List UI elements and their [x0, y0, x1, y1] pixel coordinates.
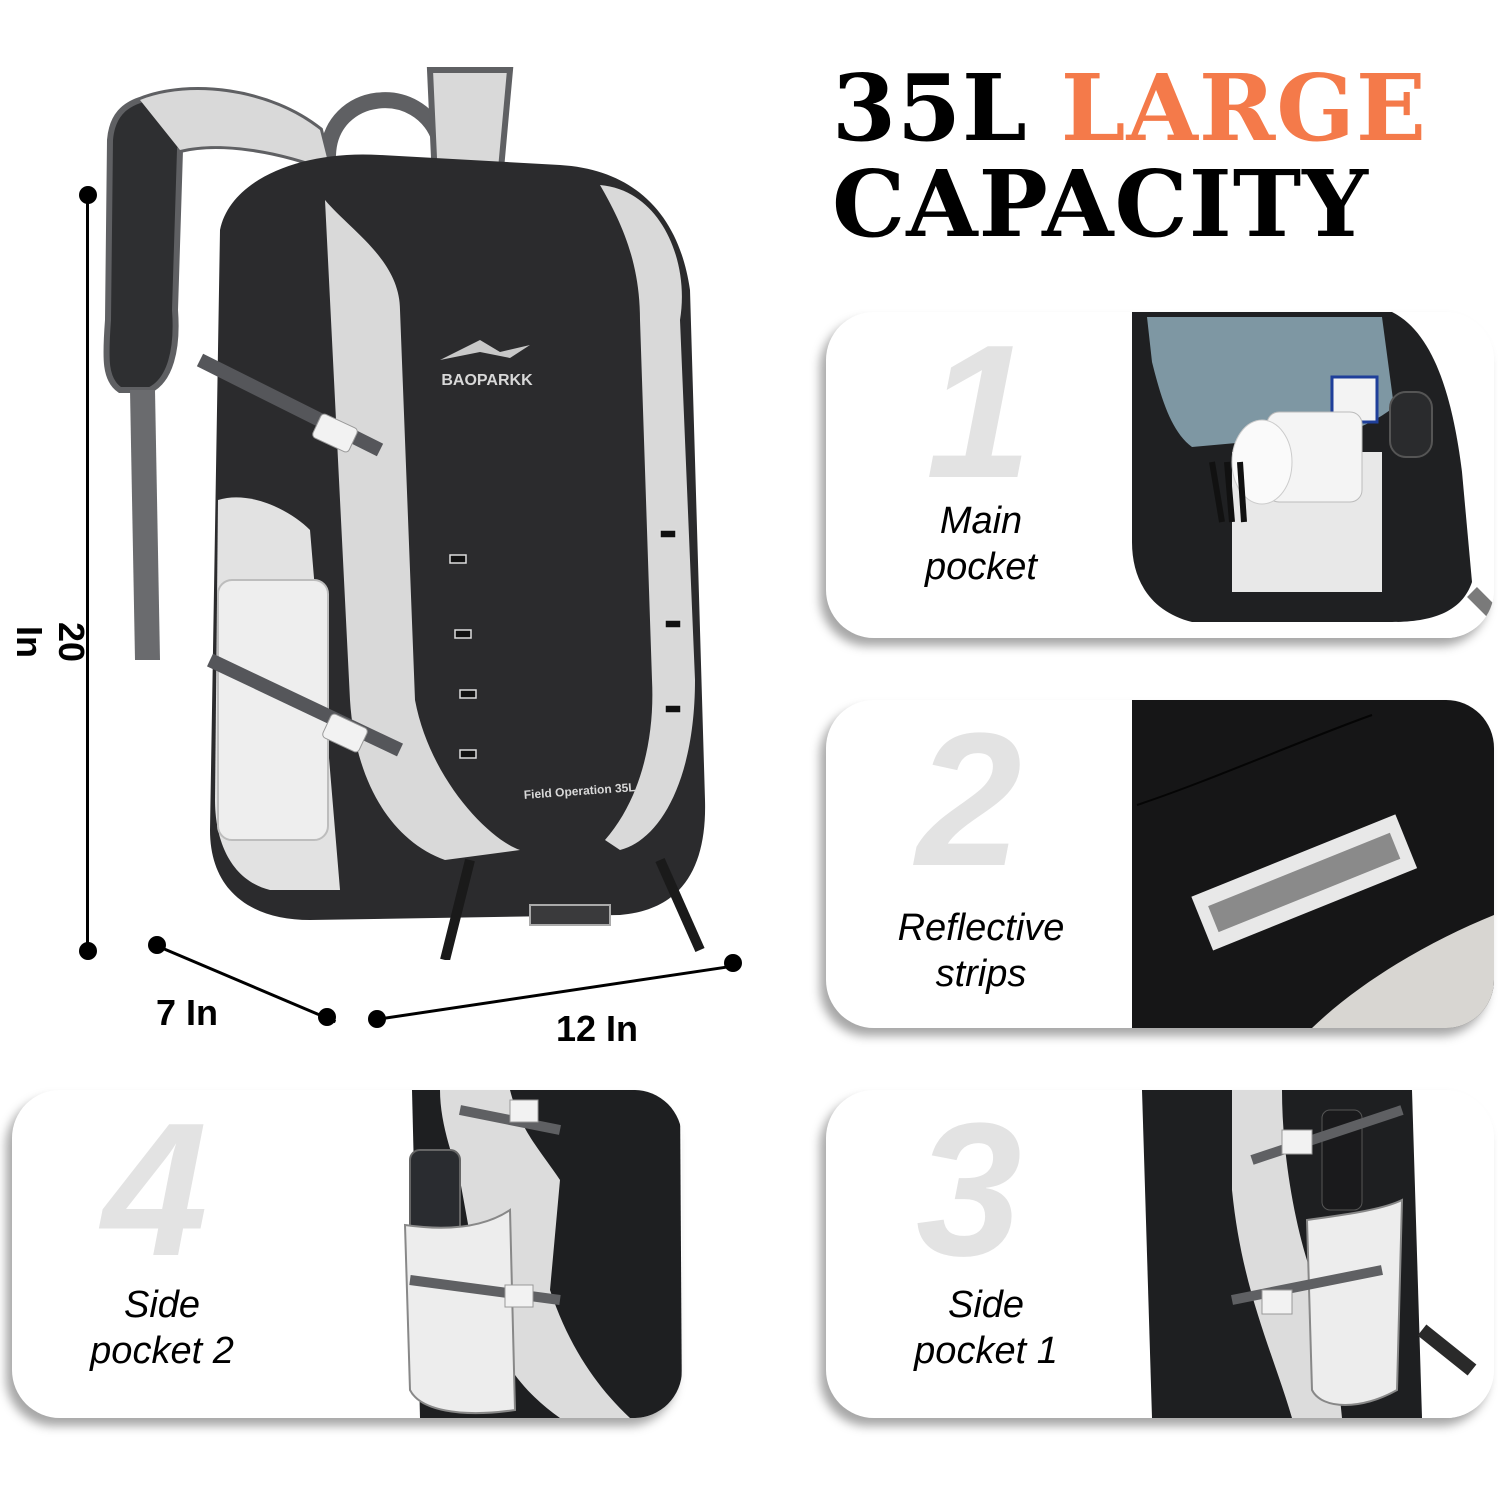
width-dim-label: 12 In	[556, 1008, 639, 1049]
height-dim-dot-bottom	[79, 942, 97, 960]
headline-line-1: 35L LARGE	[832, 60, 1427, 156]
height-dim-line	[86, 195, 89, 950]
feature-caption: Main pocket	[925, 500, 1037, 588]
brand-logo-text: BAOPARKK	[441, 372, 533, 389]
feature-number: 1	[926, 312, 1032, 518]
depth-dim-dot-end	[318, 1008, 336, 1026]
headline-capacity-value: 35L	[832, 54, 1028, 162]
main-pocket-photo	[1132, 312, 1494, 638]
width-dim-dot-end	[724, 954, 742, 972]
backpack-illustration: BAOPARKK Field Operation 35L	[103, 67, 706, 960]
side-pocket-2-photo	[380, 1090, 682, 1418]
feature-caption: Side pocket 1	[914, 1284, 1058, 1372]
feature-caption: Reflective strips	[897, 907, 1065, 995]
feature-panel-side-pocket-2: 4 Side pocket 2	[12, 1090, 682, 1418]
depth-dim-label: 7 In	[156, 992, 219, 1033]
feature-number: 4	[102, 1090, 208, 1296]
height-dim-label: 20 In	[9, 621, 92, 663]
feature-caption: Side pocket 2	[90, 1284, 234, 1372]
feature-number: 3	[916, 1090, 1022, 1296]
feature-panel-main-pocket: 1 Main pocket	[826, 312, 1494, 638]
headline: 35L LARGE CAPACITY	[832, 60, 1427, 252]
headline-line-2: CAPACITY	[832, 150, 1369, 258]
feature-panel-side-pocket-1: 3 Side pocket 1	[826, 1090, 1494, 1418]
headline-accent-word: LARGE	[1060, 54, 1427, 162]
reflective-strip-photo	[1132, 700, 1494, 1028]
feature-number: 2	[916, 700, 1022, 906]
side-pocket-1-photo	[1132, 1090, 1494, 1418]
feature-panel-reflective-strips: 2 Reflective strips	[826, 700, 1494, 1028]
